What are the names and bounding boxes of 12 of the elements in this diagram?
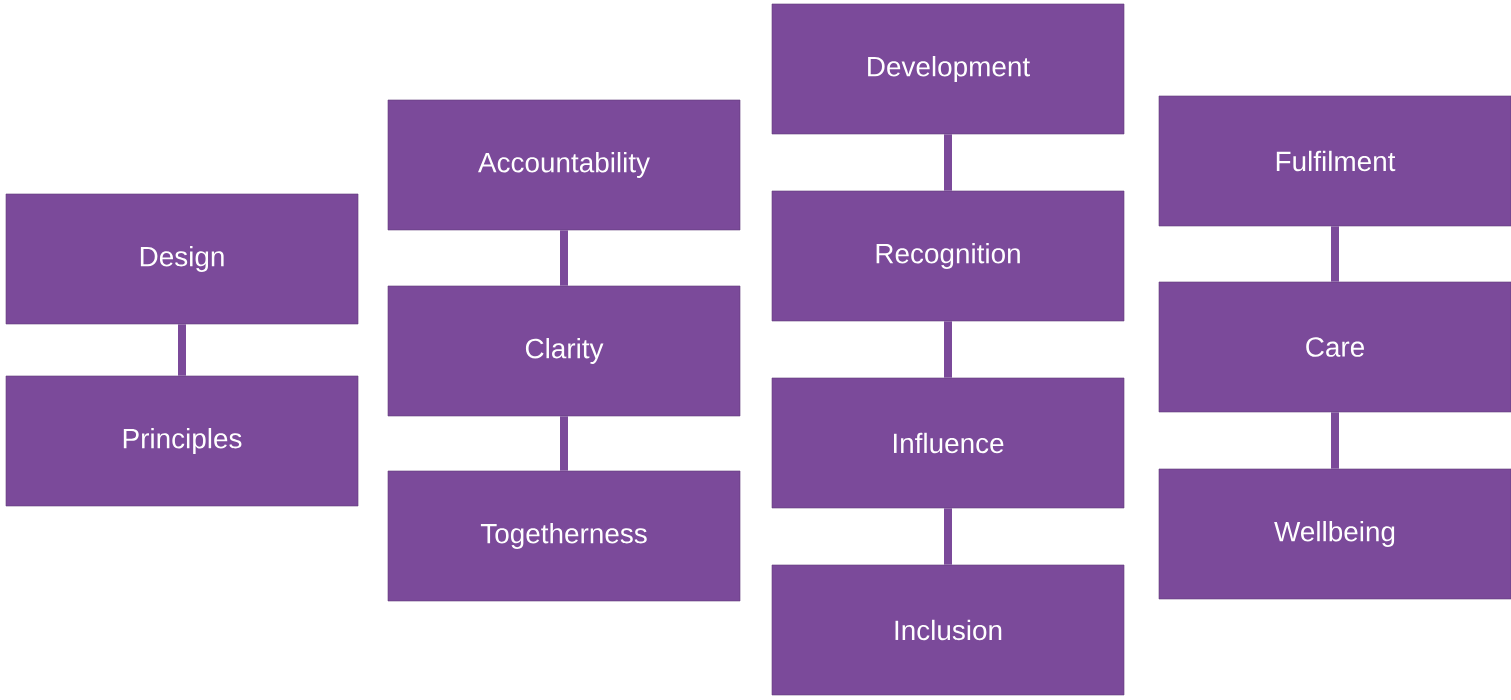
- box: Togetherness: [387, 470, 741, 602]
- box: Wellbeing: [1158, 468, 1511, 600]
- box: Recognition: [771, 190, 1125, 322]
- box: Accountability: [387, 99, 741, 231]
- box: Clarity: [387, 285, 741, 417]
- box: Design: [5, 193, 359, 325]
- box: Fulfilment: [1158, 95, 1511, 227]
- box: Care: [1158, 281, 1511, 413]
- box: Influence: [771, 377, 1125, 509]
- box: Principles: [5, 375, 359, 507]
- box: Development: [771, 3, 1125, 135]
- box: Inclusion: [771, 564, 1125, 696]
